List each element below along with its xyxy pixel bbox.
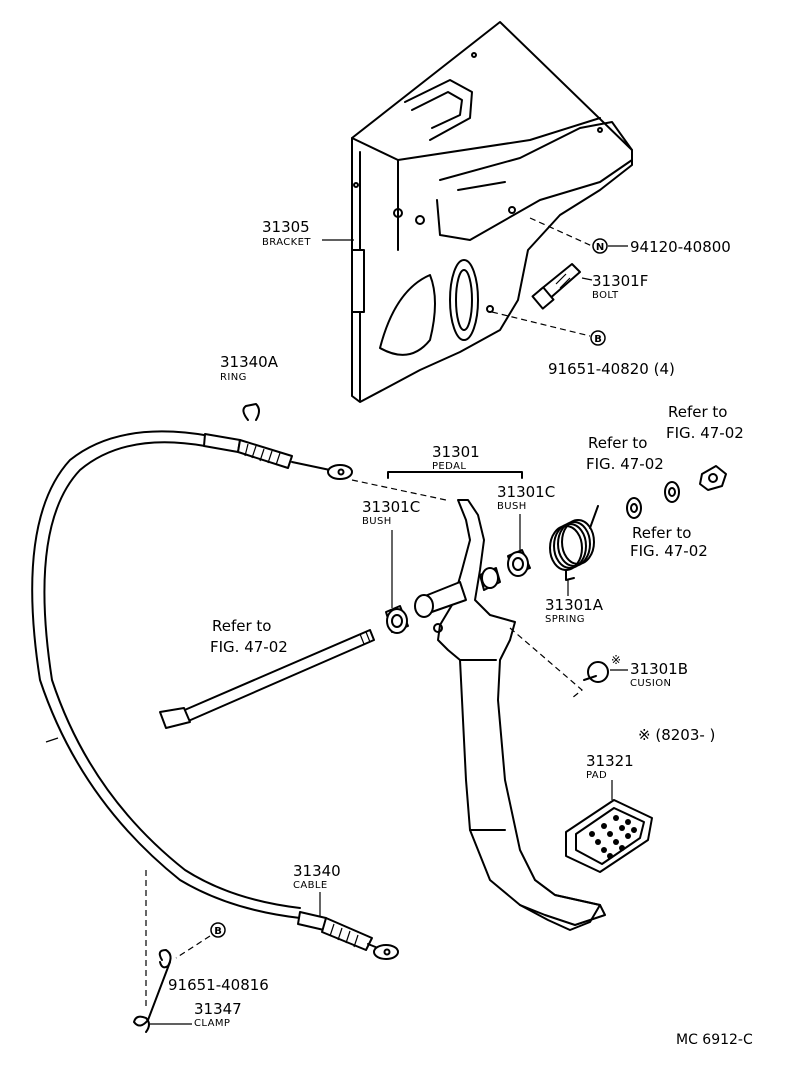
bracket-part-name: BRACKET bbox=[262, 237, 311, 248]
cusion-dashed-leader bbox=[509, 627, 583, 699]
ref-shaft-line1: Refer to bbox=[212, 617, 271, 635]
pad-drawing bbox=[565, 799, 653, 873]
bush-right-part-number: 31301C bbox=[497, 483, 555, 501]
bracket-part-number: 31305 bbox=[262, 218, 310, 236]
bush-right-drawing bbox=[507, 549, 531, 577]
svg-text:B: B bbox=[214, 926, 222, 937]
ref-washer-b-line2: FIG. 47-02 bbox=[630, 542, 708, 560]
spring-part-number: 31301A bbox=[545, 596, 604, 614]
ref-washer-a-line2: FIG. 47-02 bbox=[586, 455, 664, 473]
ref-shaft-line2: FIG. 47-02 bbox=[210, 638, 288, 656]
clamp-drawing bbox=[133, 949, 172, 1033]
cusion-part-name: CUSION bbox=[630, 678, 671, 689]
nut-badge-icon: N bbox=[592, 238, 608, 254]
ring-part-number: 31340A bbox=[220, 353, 279, 371]
pedal-part-number: 31301 bbox=[432, 443, 480, 461]
clamp-part-name: CLAMP bbox=[194, 1018, 230, 1029]
cusion-drawing bbox=[583, 661, 609, 683]
hex-nut-icon bbox=[699, 465, 727, 491]
pivot-shaft-drawing bbox=[159, 629, 375, 729]
bolt-washer-part-number: 91651-40820 (4) bbox=[548, 360, 675, 378]
ring-part-name: RING bbox=[220, 372, 247, 383]
clip-dashed-leader bbox=[175, 935, 211, 959]
cable-drawing bbox=[31, 430, 399, 960]
ring-drawing bbox=[242, 403, 260, 421]
bolt-part-number: 31301F bbox=[592, 272, 648, 290]
clip-badge-icon: B bbox=[210, 922, 226, 938]
washer-badge-icon: B bbox=[590, 330, 606, 346]
pedal-part-name: PEDAL bbox=[432, 461, 466, 472]
cable-dashed-leader bbox=[351, 479, 447, 501]
clamp-part-number: 31347 bbox=[194, 1000, 242, 1018]
clip-part-number: 91651-40816 bbox=[168, 976, 269, 994]
bush-left-part-number: 31301C bbox=[362, 498, 420, 516]
bush-left-drawing bbox=[385, 605, 409, 634]
bolt-part-name: BOLT bbox=[592, 290, 619, 301]
cusion-part-number: 31301B bbox=[630, 660, 688, 678]
cable-part-name: CABLE bbox=[293, 880, 328, 891]
ref-washer-b-line1: Refer to bbox=[632, 524, 691, 542]
bush-right-part-name: BUSH bbox=[497, 501, 527, 512]
ref-washer-a-line1: Refer to bbox=[588, 434, 647, 452]
bolt-drawing bbox=[531, 263, 581, 310]
washer-a-icon bbox=[626, 497, 642, 519]
spring-part-name: SPRING bbox=[545, 614, 585, 625]
nut-dashed-leader bbox=[529, 217, 593, 247]
pedal-bracket-line bbox=[387, 471, 523, 479]
bolt-leader bbox=[581, 277, 593, 281]
effective-date-note: ※ (8203- ) bbox=[638, 726, 715, 744]
spring-drawing bbox=[549, 505, 599, 581]
washer-b-icon bbox=[664, 481, 680, 503]
ref-nut-line1: Refer to bbox=[668, 403, 727, 421]
svg-text:B: B bbox=[594, 334, 602, 345]
pedal-drawing bbox=[414, 499, 606, 931]
ref-nut-line2: FIG. 47-02 bbox=[666, 424, 744, 442]
washer-dashed-leader bbox=[491, 311, 591, 337]
bracket-drawing bbox=[351, 21, 633, 403]
cusion-mark: ※ bbox=[611, 653, 621, 667]
cable-part-number: 31340 bbox=[293, 862, 341, 880]
nut-part-number: 94120-40800 bbox=[630, 238, 731, 256]
diagram-code: MC 6912-C bbox=[676, 1032, 753, 1048]
bush-left-part-name: BUSH bbox=[362, 516, 392, 527]
pad-part-number: 31321 bbox=[586, 752, 634, 770]
svg-text:N: N bbox=[596, 242, 604, 253]
pad-part-name: PAD bbox=[586, 770, 607, 781]
